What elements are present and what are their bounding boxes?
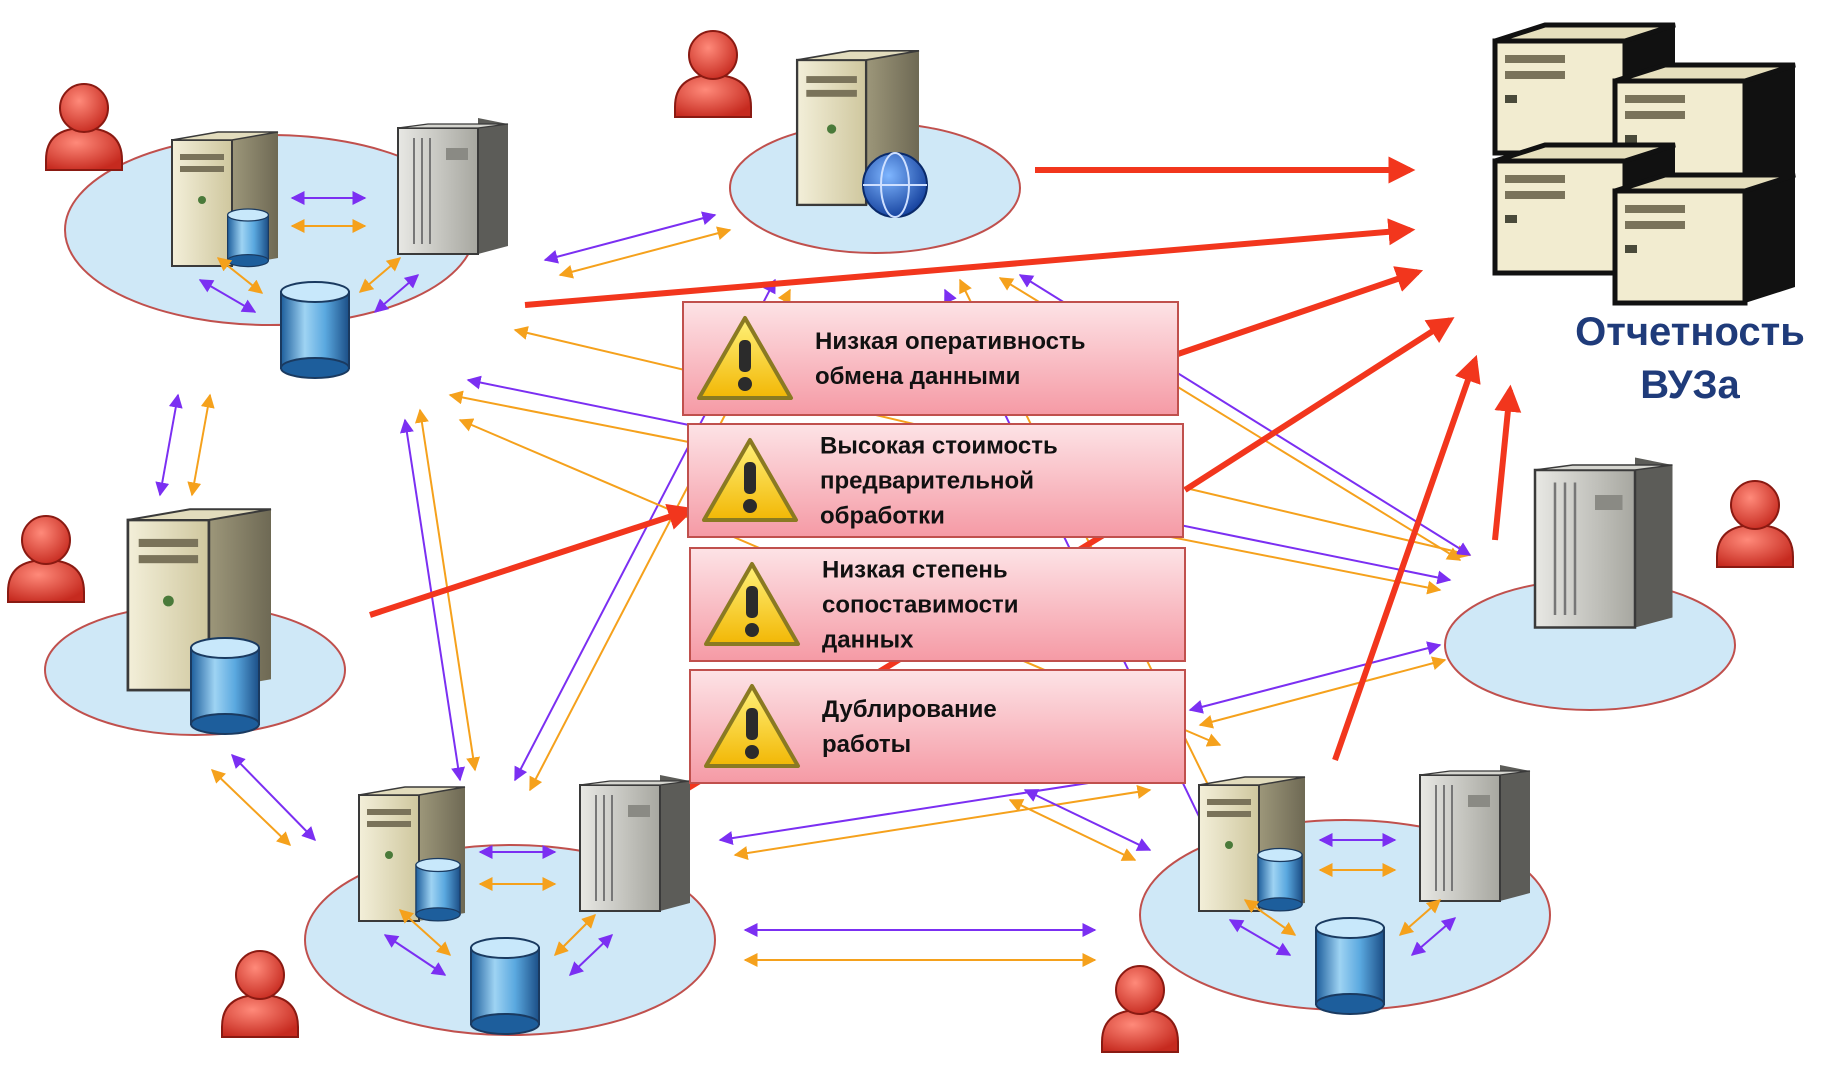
warning-icon — [704, 684, 800, 768]
problem-text-line: Низкая степень — [822, 557, 1008, 584]
reporting-arrows — [369, 156, 1522, 793]
problem-list: Низкая оперативность обмена даннымиВысока… — [682, 301, 1186, 784]
database-icon — [280, 281, 350, 379]
problem-box: Дублирование работы — [689, 669, 1186, 784]
tower-server-icon — [1419, 764, 1531, 902]
problem-box: Низкая оперативность обмена данными — [682, 301, 1179, 416]
database-icon — [227, 208, 269, 268]
tower-server-icon — [579, 774, 691, 912]
database-icon — [190, 637, 260, 735]
user-icon-bottom-left — [221, 950, 299, 1038]
tower-server-icon — [397, 117, 509, 255]
user-icon-bottom-right — [1101, 965, 1179, 1053]
warning-icon — [702, 438, 798, 522]
problem-text-line: сопоставимости — [822, 592, 1018, 619]
database-icon — [415, 857, 461, 922]
problem-text-line: обработки — [820, 503, 945, 530]
problem-text-line: Дублирование — [822, 696, 997, 723]
problem-text-line: Высокая стоимость — [820, 433, 1058, 460]
database-icon — [470, 937, 540, 1035]
problem-text-line: обмена данными — [815, 363, 1020, 390]
problem-text-line: предварительной — [820, 468, 1034, 495]
user-icon-right — [1716, 480, 1794, 568]
problem-text-line: Низкая оперативность — [815, 328, 1086, 355]
user-icon-top-center — [674, 30, 752, 118]
reporting-label-line2: ВУЗа — [1640, 363, 1740, 407]
problem-box: Низкая степень сопоставимости данных — [689, 547, 1186, 662]
warning-icon — [697, 316, 793, 400]
warning-icon — [704, 562, 800, 646]
problem-text-line: работы — [822, 731, 911, 758]
reporting-servers-icon — [1495, 25, 1795, 303]
problem-text-line: данных — [822, 627, 914, 654]
user-icon-top-left — [45, 83, 123, 171]
reporting-label-line1: Отчетность — [1575, 310, 1805, 354]
user-icon-middle-left — [7, 515, 85, 603]
tower-server-icon — [1533, 456, 1674, 629]
problem-box: Высокая стоимость предварительной обработк… — [687, 423, 1184, 538]
database-icon — [1315, 917, 1385, 1015]
database-icon — [1257, 847, 1303, 912]
